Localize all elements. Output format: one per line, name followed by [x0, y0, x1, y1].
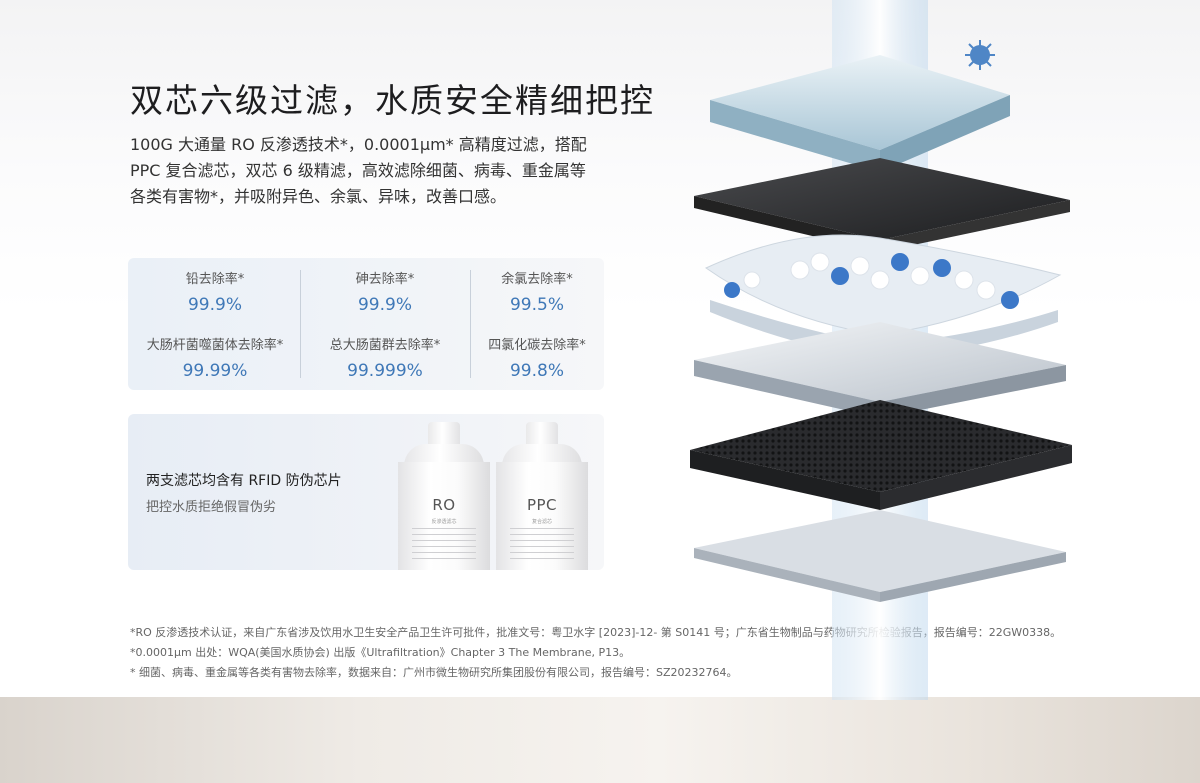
- filter-fine-print: [510, 528, 574, 564]
- rfid-card: 两支滤芯均含有 RFID 防伪芯片 把控水质拒绝假冒伪劣 RO 反渗透滤芯 PP…: [128, 414, 604, 570]
- removal-rate-card: 铅去除率* 99.9% 砷去除率* 99.9% 余氯去除率* 99.5% 大肠杆…: [128, 258, 604, 390]
- footnote: * 细菌、病毒、重金属等各类有害物去除率，数据来自：广州市微生物研究所集团股份有…: [130, 666, 738, 679]
- description: 100G 大通量 RO 反渗透技术*，0.0001μm* 高精度过滤，搭配 PP…: [130, 132, 660, 210]
- germ-icon: [965, 40, 995, 70]
- stat-label: 四氯化碳去除率*: [488, 338, 586, 353]
- layer-carbon-honeycomb: [690, 400, 1072, 510]
- stat-total-coliforms: 总大肠菌群去除率* 99.999%: [306, 334, 464, 381]
- filter-label: PPC: [526, 496, 558, 514]
- stat-value: 99.8%: [509, 361, 564, 381]
- description-line: 各类有害物*，并吸附异色、余氯、异味，改善口感。: [130, 187, 507, 206]
- footnote: *0.0001μm 出处：WQA(美国水质协会) 出版《Ultrafiltrat…: [130, 646, 631, 659]
- layer-ro-membrane: [694, 322, 1066, 418]
- description-line: 100G 大通量 RO 反渗透技术*，0.0001μm* 高精度过滤，搭配: [130, 135, 587, 154]
- filter-beads: [724, 252, 1019, 309]
- filter-label: RO: [432, 496, 456, 514]
- page-title: 双芯六级过滤，水质安全精细把控: [130, 81, 655, 120]
- filter-sublabel: 反渗透滤芯: [431, 519, 457, 525]
- ppc-filter-bottle: PPC 复合滤芯: [494, 422, 590, 570]
- stat-e-coli-phage: 大肠杆菌噬菌体去除率* 99.99%: [136, 334, 294, 381]
- stat-value: 99.99%: [182, 361, 248, 381]
- stat-value: 99.999%: [347, 361, 423, 381]
- stat-label: 总大肠菌群去除率*: [329, 338, 441, 353]
- stat-arsenic: 砷去除率* 99.9%: [306, 268, 464, 315]
- stat-label: 铅去除率*: [185, 272, 245, 287]
- footnotes: *RO 反渗透技术认证，来自广东省涉及饮用水卫生安全产品卫生许可批件，批准文号：…: [130, 623, 1061, 683]
- stat-lead: 铅去除率* 99.9%: [136, 268, 294, 315]
- stat-residual-chlorine: 余氯去除率* 99.5%: [458, 268, 616, 315]
- stat-value: 99.9%: [187, 295, 242, 315]
- bottom-band: [0, 697, 1200, 783]
- stat-value: 99.5%: [509, 295, 564, 315]
- footnote: *RO 反渗透技术认证，来自广东省涉及饮用水卫生安全产品卫生许可批件，批准文号：…: [130, 626, 1062, 639]
- filter-sublabel: 复合滤芯: [531, 519, 552, 525]
- layer-pp-cotton: [710, 55, 1010, 172]
- layer-fine-sheet: [694, 510, 1066, 602]
- stat-label: 砷去除率*: [355, 272, 415, 287]
- rfid-subtitle: 把控水质拒绝假冒伪劣: [146, 500, 277, 515]
- stat-value: 99.9%: [357, 295, 412, 315]
- rfid-title: 两支滤芯均含有 RFID 防伪芯片: [146, 473, 342, 489]
- ro-filter-bottle: RO 反渗透滤芯: [396, 422, 492, 570]
- description-line: PPC 复合滤芯，双芯 6 级精滤，高效滤除细菌、病毒、重金属等: [130, 161, 586, 180]
- stat-label: 余氯去除率*: [501, 272, 573, 287]
- stat-carbon-tetrachloride: 四氯化碳去除率* 99.8%: [458, 334, 616, 381]
- filter-layers-illustration: [690, 0, 1072, 700]
- stat-divider: [470, 270, 471, 378]
- stat-label: 大肠杆菌噬菌体去除率*: [146, 338, 284, 353]
- filter-fine-print: [412, 528, 476, 564]
- stat-divider: [300, 270, 301, 378]
